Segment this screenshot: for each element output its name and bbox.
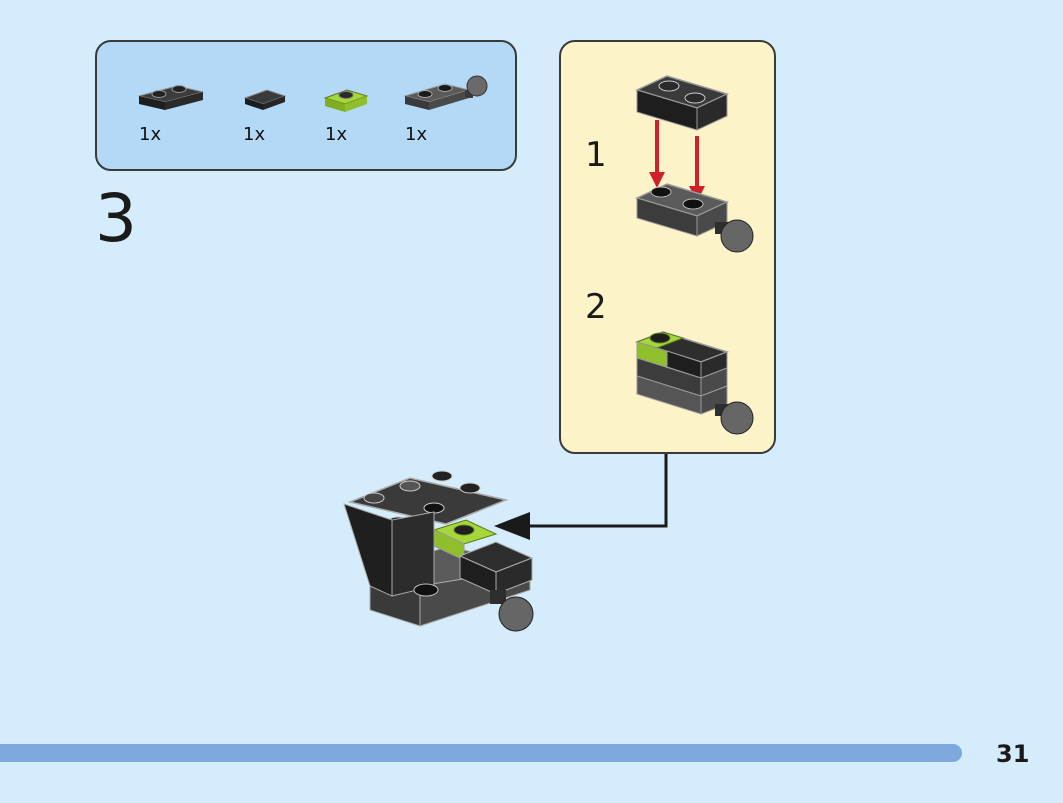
black-tile-1x1-icon xyxy=(243,89,287,110)
part-quantity: 1x xyxy=(243,124,266,145)
page-number: 31 xyxy=(996,740,1030,768)
assembled-model-icon xyxy=(343,470,534,632)
black-plate-1x2-icon xyxy=(138,85,204,110)
main-model-illustration xyxy=(343,470,534,632)
grey-plate-ball-joint-icon xyxy=(634,183,754,253)
lime-plate-1x1-icon xyxy=(323,89,369,112)
grey-plate-ball-joint-icon xyxy=(403,75,488,110)
subassembly-panel: 1 2 xyxy=(559,40,776,454)
substep-1-illustration xyxy=(634,75,754,253)
pointer-arrow-icon xyxy=(494,512,530,540)
part-quantity: 1x xyxy=(405,124,428,145)
assembled-block-icon xyxy=(634,331,754,435)
black-plate-1x2-icon xyxy=(634,75,730,131)
parts-list-panel: 1x 1x 1x 1x xyxy=(95,40,517,171)
substep-number: 2 xyxy=(585,287,607,327)
progress-bar xyxy=(0,744,962,762)
part-quantity: 1x xyxy=(139,124,162,145)
part-quantity: 1x xyxy=(325,124,348,145)
substep-2-illustration xyxy=(634,331,754,435)
substep-number: 1 xyxy=(585,135,607,175)
step-number: 3 xyxy=(95,180,137,257)
